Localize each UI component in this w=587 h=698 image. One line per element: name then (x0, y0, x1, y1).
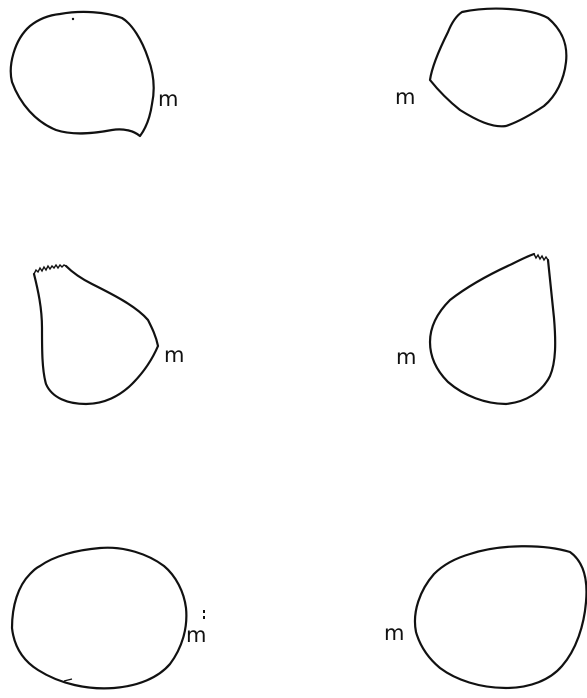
speck (72, 18, 74, 20)
outline-panel-row1-right: m (395, 9, 566, 127)
label-m-row3-right: m (384, 621, 404, 645)
shape-outline-row1-right (430, 9, 566, 127)
outline-panel-row1-left: m (11, 12, 179, 136)
torn-edge-row2-right (534, 254, 548, 260)
shape-outline-row2-right (430, 254, 555, 404)
stroke-fragment (64, 679, 72, 681)
shape-outline-row3-right (415, 546, 587, 688)
label-m-row2-left: m (164, 343, 184, 367)
outline-panel-row2-left: m (34, 265, 184, 404)
label-m-row1-right: m (395, 85, 415, 109)
torn-edge-row2-left (34, 265, 66, 274)
label-m-row1-left: m (158, 87, 178, 111)
outline-panel-row2-right: m (396, 254, 555, 404)
shape-outline-row2-left (34, 266, 158, 404)
speck (203, 610, 205, 613)
outline-panel-row3-left: m (12, 548, 206, 689)
speck (203, 616, 205, 619)
shape-outline-row3-left (12, 548, 186, 689)
label-m-row2-right: m (396, 345, 416, 369)
outline-panel-row3-right: m (384, 546, 586, 688)
label-m-row3-left: m (186, 623, 206, 647)
shape-outline-row1-left (11, 12, 154, 136)
